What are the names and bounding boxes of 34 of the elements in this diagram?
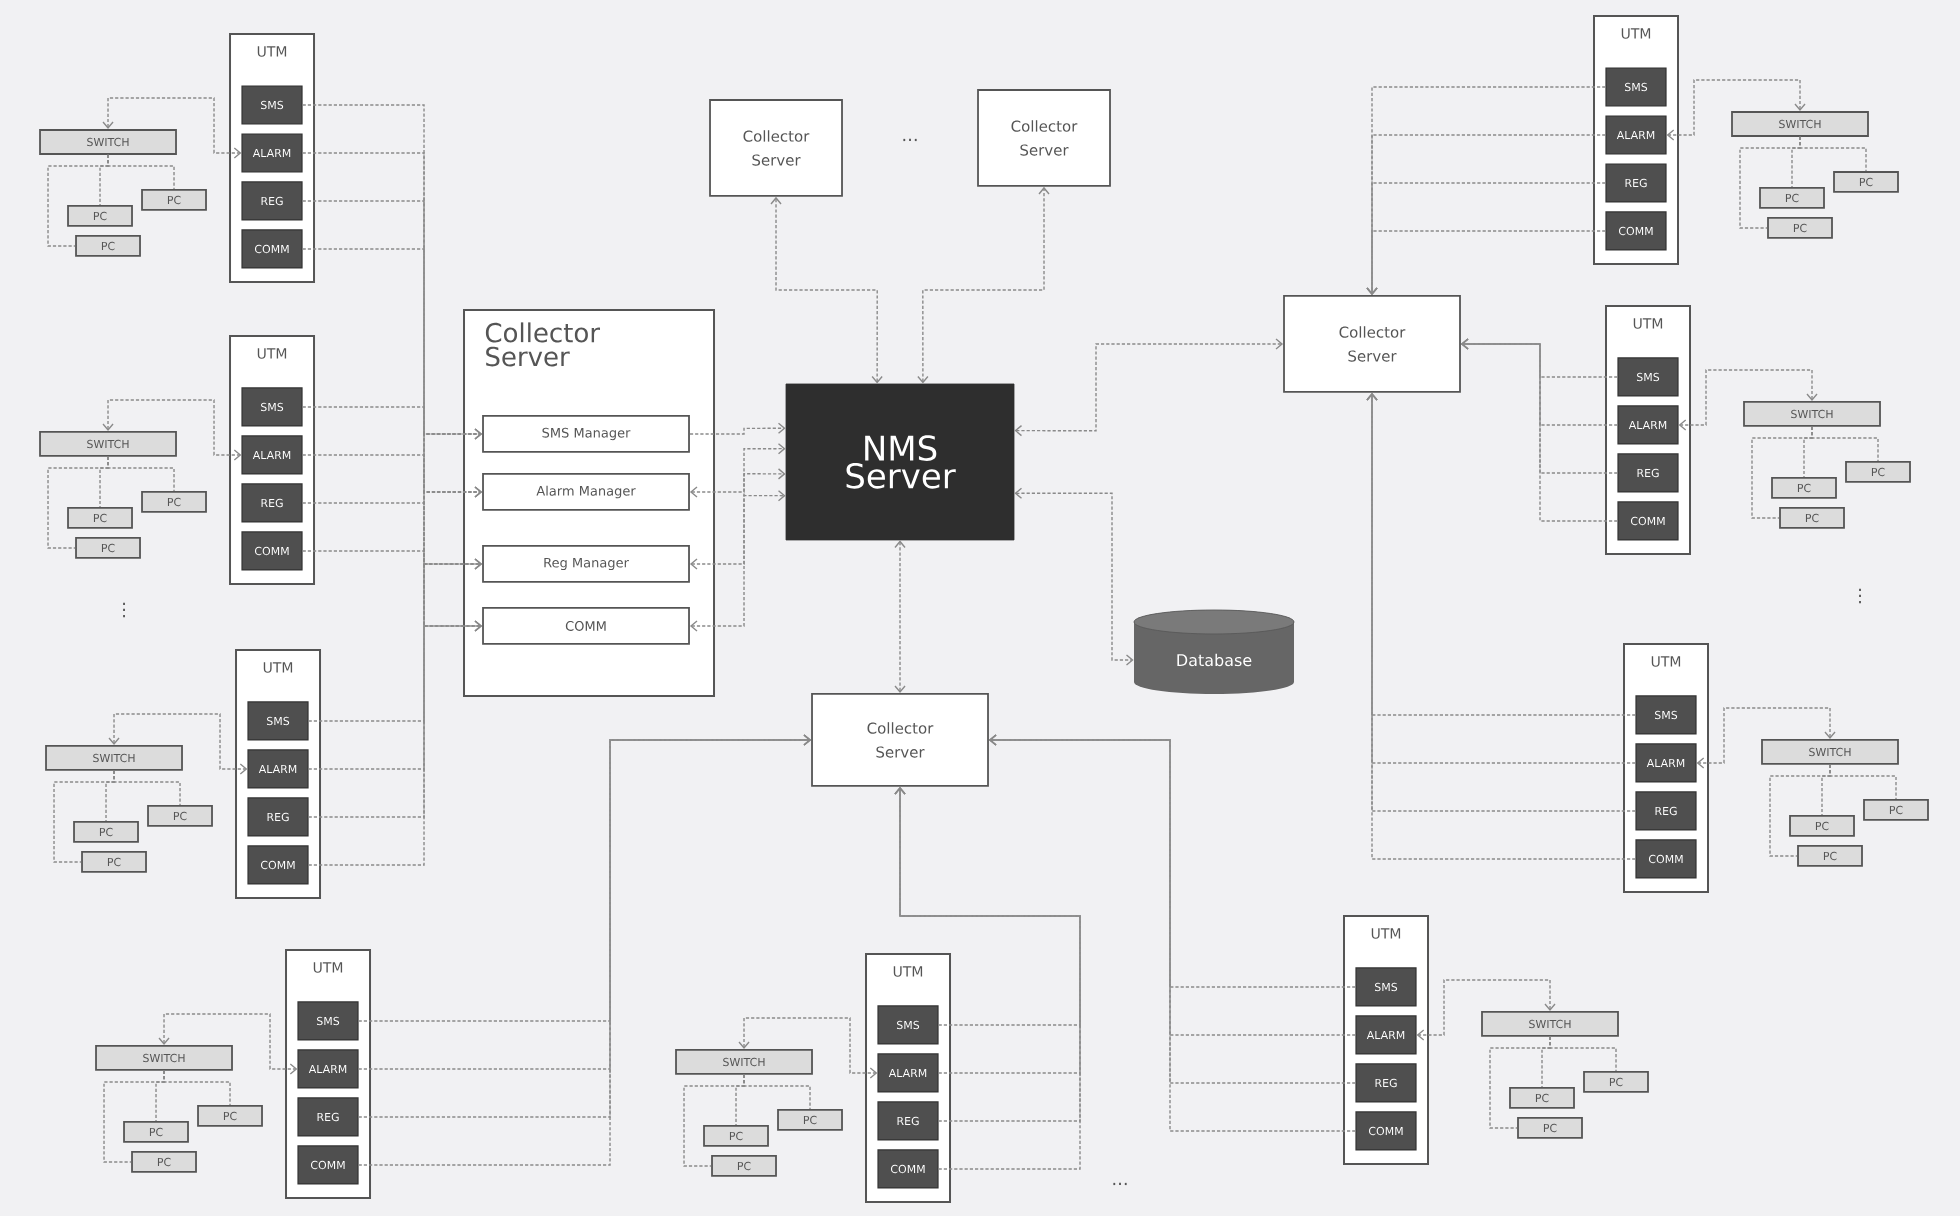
connector-arrow [301, 406, 483, 440]
connector-arrow [301, 152, 483, 498]
connector-arrow [689, 468, 786, 570]
connector-arrow [1678, 369, 1818, 431]
connector-arrow [917, 186, 1050, 384]
server-box: NMS Server [785, 383, 1015, 541]
ellipsis-mark: ... [1113, 1182, 1127, 1186]
connector-arrow [689, 422, 786, 435]
connector-arrow [301, 502, 483, 570]
connector-arrow [770, 196, 883, 384]
connector-arrow [102, 399, 242, 461]
connector-arrow [1696, 707, 1836, 769]
connector-arrow [307, 558, 483, 818]
connector-arrow [1014, 487, 1134, 666]
connector-arrow [689, 442, 786, 498]
database-cylinder: Database [1133, 609, 1295, 694]
connector-arrow [1366, 230, 1607, 296]
connector-arrow [1014, 338, 1284, 437]
connector-arrow [689, 489, 786, 632]
connector-arrow [307, 486, 483, 770]
ellipsis-mark: ... [903, 138, 917, 142]
ellipsis-mark: ⋮ [1859, 588, 1861, 604]
connector-arrow [1416, 979, 1556, 1041]
connector-arrow [307, 428, 483, 722]
connector-arrow [307, 620, 483, 866]
connector-arrow [894, 540, 906, 694]
connector-arrow [301, 550, 483, 632]
connector-arrow [108, 713, 248, 775]
connector-arrow [738, 1017, 878, 1079]
connector-arrow [1460, 338, 1619, 522]
connector-arrow [1666, 79, 1806, 141]
ellipsis-mark: ⋮ [123, 602, 125, 618]
connector-arrow [158, 1013, 298, 1075]
connector-arrow [102, 97, 242, 159]
